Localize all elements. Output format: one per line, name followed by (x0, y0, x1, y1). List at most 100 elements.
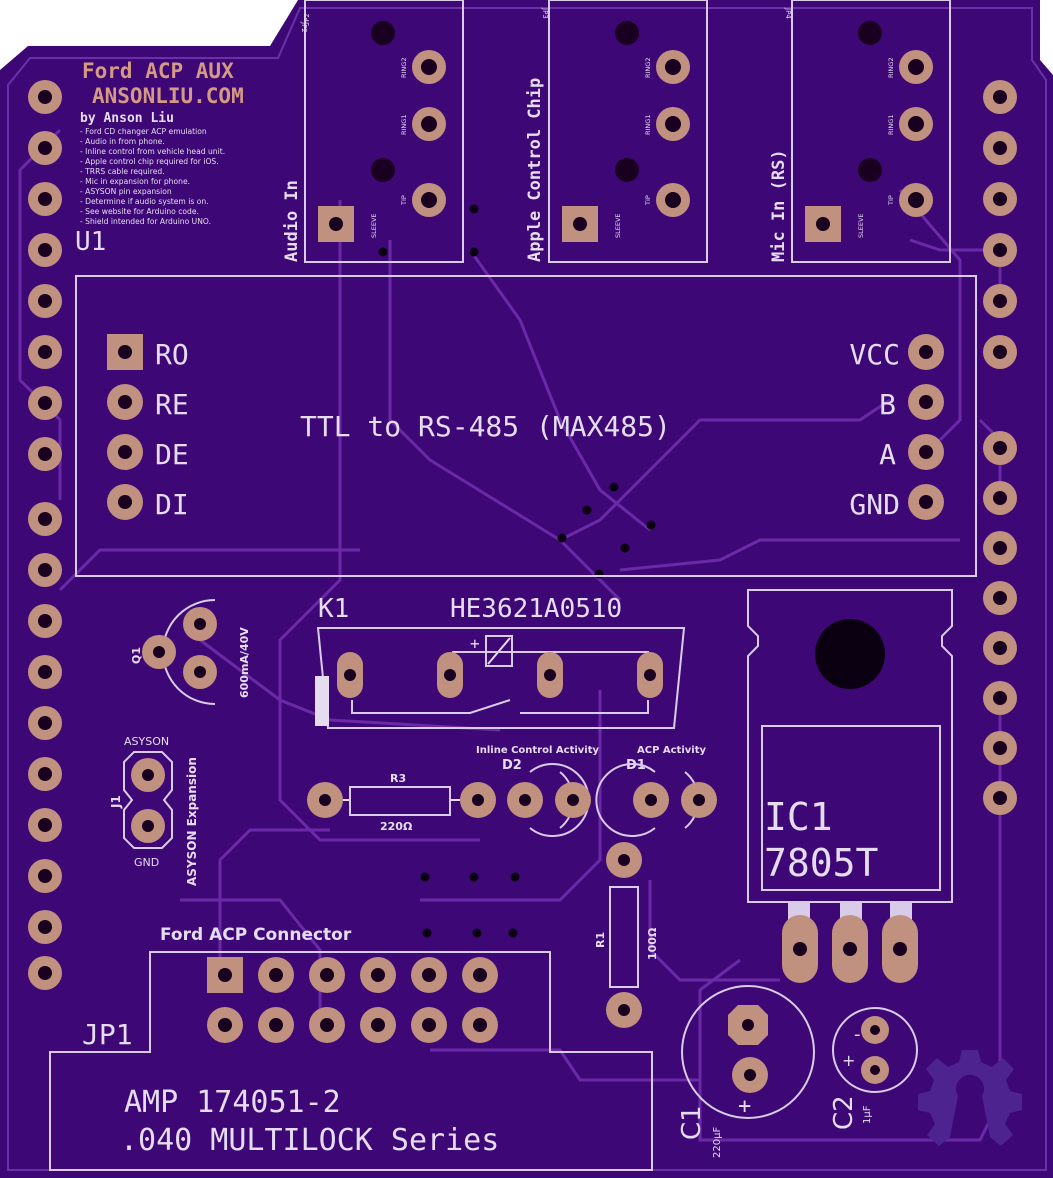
svg-text:RING2: RING2 (644, 58, 652, 78)
open-hardware-gear-icon (918, 1050, 1022, 1146)
ic1-regulator: IC1 7805T (747, 589, 953, 983)
drill-hole (269, 1018, 283, 1032)
drill-hole (218, 968, 232, 982)
u1-pin-ro: RO (155, 338, 189, 371)
u1-right-pins: VCC B A GND (849, 334, 944, 521)
jack-jp2-label: Audio In (282, 180, 302, 262)
arduino-header-right (983, 80, 1017, 815)
drill-hole (993, 541, 1007, 555)
k1-part: HE3621A0510 (450, 594, 622, 624)
drill-hole (38, 869, 52, 883)
svg-text:TIP: TIP (644, 195, 652, 206)
drill-hole (993, 192, 1007, 206)
drill-hole (371, 1018, 385, 1032)
drill-hole (38, 243, 52, 257)
u1-module: U1 TTL to RS-485 (MAX485) RO RE DE DI VC… (75, 227, 977, 577)
drill-hole (473, 968, 487, 982)
r3-value: 220Ω (380, 820, 413, 833)
drill-hole (38, 614, 52, 628)
r3-resistor: R3 220Ω (307, 772, 496, 833)
u1-designator: U1 (75, 227, 106, 257)
drill-hole (993, 345, 1007, 359)
board-note-line: - Determine if audio system is on. (80, 197, 209, 206)
u1-pin-a: A (879, 438, 896, 471)
drill-hole (38, 192, 52, 206)
svg-text:TIP: TIP (400, 195, 408, 206)
r1-value: 100Ω (646, 927, 659, 960)
board-note-line: - Apple control chip required for iOS. (80, 157, 219, 166)
board-site: ANSONLIU.COM (92, 84, 244, 108)
title-block: Ford ACP AUX ANSONLIU.COM by Anson Liu -… (80, 59, 244, 226)
u1-pin-vcc: VCC (849, 338, 900, 371)
board-note-line: - TRRS cable required. (80, 167, 165, 176)
svg-text:RING1: RING1 (887, 115, 895, 135)
j1-top-label: ASYSON (124, 735, 169, 748)
drill-hole (38, 563, 52, 577)
drill-hole (993, 641, 1007, 655)
svg-text:SLEEVE: SLEEVE (370, 213, 378, 238)
c1-designator: C1 (677, 1105, 707, 1140)
ic1-part: 7805T (764, 841, 878, 885)
svg-text:RING2: RING2 (400, 58, 408, 78)
board-title: Ford ACP AUX (82, 59, 234, 83)
u1-pin-gnd: GND (849, 488, 900, 521)
c2-capacitor: + - C2 1µF (829, 1007, 918, 1130)
drill-hole (38, 345, 52, 359)
d2-caption: Inline Control Activity (476, 745, 599, 756)
svg-text:SLEEVE: SLEEVE (614, 213, 622, 238)
svg-text:JP2: JP2 (303, 13, 311, 26)
jack-jp4-designator: JP4 (784, 7, 792, 19)
audio-jack-jp4: RING2 RING1 TIP SLEEVE (791, 0, 951, 263)
q1-transistor: Q1 600mA/40V (130, 599, 251, 705)
drill-hole (993, 691, 1007, 705)
drill-hole (38, 716, 52, 730)
drill-hole (38, 767, 52, 781)
c1-value: 220µF (712, 1127, 723, 1158)
drill-hole (269, 968, 283, 982)
u1-pin-re: RE (155, 388, 189, 421)
u1-pin-de: DE (155, 438, 189, 471)
drill-hole (38, 396, 52, 410)
c2-designator: C2 (829, 1095, 859, 1130)
drill-hole (38, 920, 52, 934)
jack-jp4-label: Mic In (RS) (769, 149, 789, 262)
jp1-connector: Ford ACP Connector JP1 AMP 174051-2 .040… (49, 925, 653, 1171)
svg-text:RING1: RING1 (644, 115, 652, 135)
drill-hole (38, 818, 52, 832)
drill-hole (993, 294, 1007, 308)
q1-designator: Q1 (130, 647, 143, 664)
jp1-series: .040 MULTILOCK Series (120, 1123, 499, 1158)
drill-hole (320, 1018, 334, 1032)
svg-text:RING1: RING1 (400, 115, 408, 135)
led-d2: Inline Control Activity D2 (476, 745, 599, 837)
k1-polarity: + (470, 634, 480, 653)
jp1-designator: JP1 (82, 1018, 133, 1051)
vias (378, 204, 656, 938)
q1-rating: 600mA/40V (238, 627, 251, 698)
drill-hole (473, 1018, 487, 1032)
ic1-designator: IC1 (764, 795, 833, 839)
board-note-line: - Shield intended for Arduino UNO. (80, 217, 211, 226)
c1-polarity: + (738, 1094, 751, 1119)
r3-designator: R3 (390, 772, 406, 785)
u1-title: TTL to RS-485 (MAX485) (300, 410, 671, 443)
jp1-part: AMP 174051-2 (124, 1085, 341, 1120)
d1-caption: ACP Activity (637, 745, 706, 756)
board-note-line: - See website for Arduino code. (80, 207, 199, 216)
jack-jp3-label: Apple Control Chip (525, 78, 545, 262)
u1-pin-b: B (879, 388, 896, 421)
drill-hole (38, 90, 52, 104)
j1-expansion: ASYSON J1 GND ASYSON Expansion (109, 735, 199, 886)
board-author: by Anson Liu (80, 111, 174, 126)
board-note-line: - Mic in expansion for phone. (80, 177, 190, 186)
c2-plus: + (842, 1051, 855, 1070)
jp1-title: Ford ACP Connector (160, 925, 352, 945)
c1-capacitor: + C1 220µF (677, 985, 815, 1158)
drill-hole (993, 243, 1007, 257)
drill-hole (422, 968, 436, 982)
svg-text:RING2: RING2 (887, 58, 895, 78)
u1-pin-di: DI (155, 488, 189, 521)
c2-value: 1µF (862, 1105, 873, 1124)
